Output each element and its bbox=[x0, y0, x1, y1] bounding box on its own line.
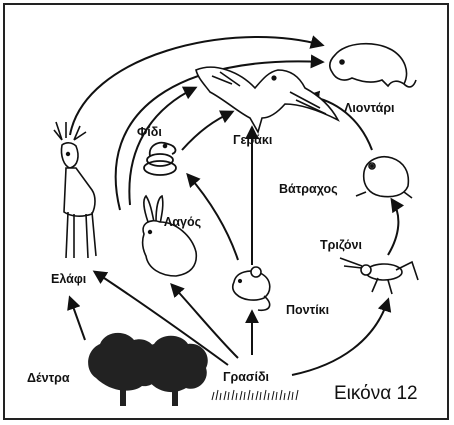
figure-caption: Εικόνα 12 bbox=[334, 383, 418, 405]
hawk-icon bbox=[196, 67, 338, 132]
deer-icon bbox=[54, 122, 96, 258]
label-lion: Λιοντάρι bbox=[344, 101, 395, 115]
snake-icon bbox=[144, 143, 176, 175]
arrow-snake-to-hawk bbox=[182, 112, 232, 150]
label-trees: Δέντρα bbox=[27, 371, 70, 385]
label-rabbit: Λαγός bbox=[164, 215, 201, 229]
label-mouse: Ποντίκι bbox=[286, 303, 329, 317]
trees-icon bbox=[88, 333, 208, 406]
label-grass: Γρασίδι bbox=[223, 370, 269, 384]
lion-icon bbox=[330, 44, 416, 87]
rabbit-icon bbox=[143, 196, 197, 276]
mouse-icon bbox=[233, 267, 270, 310]
cricket-icon bbox=[340, 258, 418, 294]
arrow-cricket-to-frog bbox=[388, 200, 398, 255]
label-cricket: Τριζόνι bbox=[320, 238, 362, 252]
arrow-trees-to-deer bbox=[70, 298, 85, 340]
label-frog: Βάτραχος bbox=[279, 182, 338, 196]
label-snake: Φίδι bbox=[137, 125, 162, 139]
frog-icon bbox=[356, 157, 412, 198]
grass-icon bbox=[212, 390, 298, 400]
label-deer: Ελάφι bbox=[51, 272, 86, 286]
label-hawk: Γεράκι bbox=[233, 133, 272, 147]
